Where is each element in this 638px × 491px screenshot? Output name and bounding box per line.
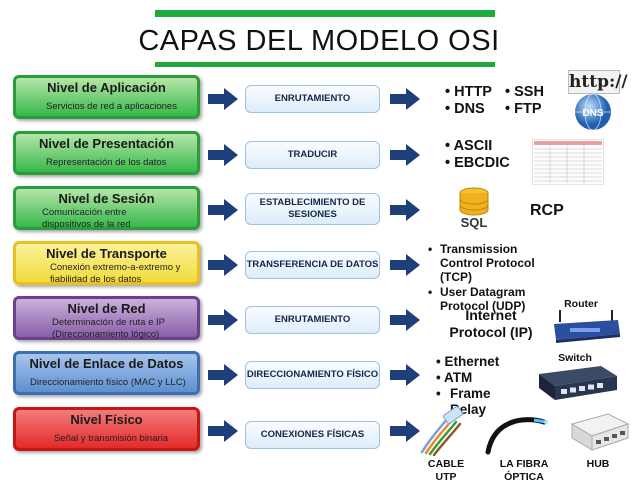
arrow-icon [208, 144, 238, 166]
fiber-optic-label: LA FIBRA ÓPTICA [499, 458, 549, 483]
protocol-label: Ethernet [444, 354, 500, 369]
function-box: DIRECCIONAMIENTO FÍSICO [245, 361, 380, 389]
layer-desc: Señal y transmisión binaria [54, 433, 169, 444]
http-image: http:// [568, 70, 628, 94]
protocol-ebcdic: • EBCDIC [445, 155, 510, 171]
title-top-bar [155, 10, 495, 17]
switch-label: Switch [558, 352, 592, 364]
layer-desc: Servicios de red a aplicaciones [46, 101, 177, 112]
arrow-icon [390, 364, 420, 386]
layer-desc: Determinación de ruta e IP (Direccionami… [52, 317, 165, 340]
function-box: TRANSFERENCIA DE DATOS [245, 251, 380, 279]
function-box: TRADUCIR [245, 141, 380, 169]
layer-name: Nivel de Transporte [46, 246, 167, 261]
layer-name: Nivel de Presentación [38, 136, 175, 151]
ascii-table-icon [532, 139, 604, 185]
protocol-ascii: • ASCII [445, 138, 493, 154]
arrow-icon [208, 254, 238, 276]
dns-text: DNS [582, 108, 603, 119]
layer-name: Nivel Físico [70, 412, 143, 427]
arrow-icon [390, 254, 420, 276]
protocol-label: User Datagram Protocol (UDP) [440, 285, 526, 313]
fiber-optic-icon [485, 417, 548, 455]
protocol-label: HTTP [454, 84, 492, 100]
layer-application: Nivel de Aplicación Servicios de red a a… [13, 75, 200, 119]
layer-name: Nivel de Red [67, 301, 146, 316]
arrow-icon [208, 199, 238, 221]
protocol-dns: • DNS [445, 101, 485, 117]
router-label: Router [561, 298, 601, 310]
sql-text: SQL [461, 215, 488, 230]
arrow-icon [208, 88, 238, 110]
switch-icon [539, 366, 617, 400]
arrow-icon [390, 309, 420, 331]
arrow-icon [390, 144, 420, 166]
layer-presentation: Nivel de Presentación Representación de … [13, 131, 200, 175]
protocol-label: FTP [514, 101, 542, 117]
protocol-label: SSH [514, 84, 544, 100]
function-box: ESTABLECIMIENTO DE SESIONES [245, 193, 380, 225]
arrow-icon [390, 199, 420, 221]
arrow-icon [390, 88, 420, 110]
layer-network: Nivel de Red Determinación de ruta e IP … [13, 296, 200, 340]
layer-desc: Comunicación entre dispositivos de la re… [42, 207, 131, 230]
router-icon [554, 310, 620, 343]
arrow-icon [208, 364, 238, 386]
protocol-tcp: • Transmission Control Protocol (TCP) [428, 242, 558, 284]
layer-name: Nivel de Aplicación [47, 80, 166, 95]
dns-globe-icon: DNS [575, 93, 611, 131]
hub-icon [570, 413, 630, 451]
protocol-udp: • User Datagram Protocol (UDP) [428, 285, 558, 313]
layer-name: Nivel de Enlace de Datos [29, 356, 184, 371]
layer-name: Nivel de Sesión [58, 191, 155, 206]
protocol-atm: • ATM [436, 370, 473, 385]
arrow-icon [208, 309, 238, 331]
page-title: CAPAS DEL MODELO OSI [138, 25, 500, 57]
layer-data-link: Nivel de Enlace de Datos Direccionamient… [13, 351, 200, 395]
arrow-icon [208, 420, 238, 442]
protocol-ip: Internet Protocol (IP) [449, 307, 533, 340]
protocol-label: ASCII [453, 138, 493, 154]
protocol-ftp: • FTP [505, 101, 542, 117]
protocol-label: EBCDIC [454, 155, 510, 171]
function-box: ENRUTAMIENTO [245, 85, 380, 113]
protocol-label: Transmission Control Protocol (TCP) [440, 242, 535, 284]
layer-desc: Direccionamiento físico (MAC y LLC) [30, 377, 186, 388]
protocol-http: • HTTP [445, 84, 492, 100]
layer-physical: Nivel Físico Señal y transmisión binaria [13, 407, 200, 451]
layer-transport: Nivel de Transporte Conexión extremo-a-e… [13, 241, 200, 285]
http-text: http:// [569, 72, 628, 92]
title-bottom-bar [155, 62, 495, 67]
layer-desc: Conexión extremo-a-extremo y fiabilidad … [50, 262, 181, 285]
protocol-rcp: RCP [530, 202, 564, 219]
protocol-ethernet: • Ethernet [436, 354, 500, 369]
function-box: ENRUTAMIENTO [245, 306, 380, 334]
arrow-icon [390, 420, 420, 442]
sql-database-icon: SQL [459, 187, 489, 230]
function-box: CONEXIONES FÍSICAS [245, 421, 380, 449]
cable-utp-icon [420, 406, 463, 456]
protocol-label: ATM [443, 370, 473, 385]
hub-label: HUB [586, 458, 610, 470]
cable-utp-label: CABLE UTP [427, 458, 465, 483]
protocol-label: DNS [454, 101, 485, 117]
layer-session: Nivel de Sesión Comunicación entre dispo… [13, 186, 200, 230]
layer-desc: Representación de los datos [46, 157, 167, 168]
protocol-ssh: • SSH [505, 84, 544, 100]
